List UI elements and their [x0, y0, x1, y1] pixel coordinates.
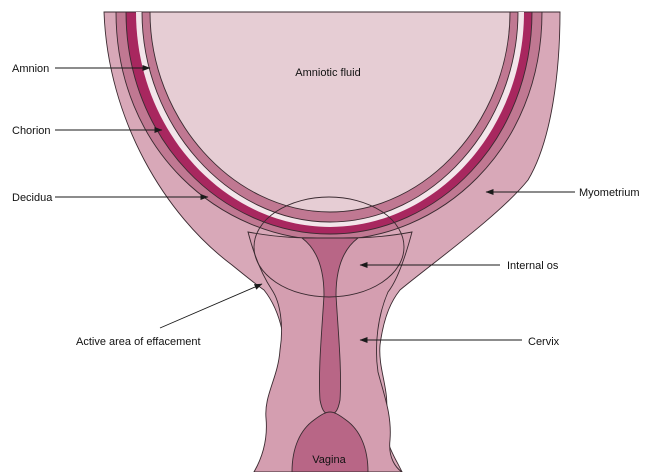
internal-os-label: Internal os: [507, 260, 559, 272]
amniotic-fluid-label: Amniotic fluid: [295, 67, 360, 79]
chorion-label: Chorion: [12, 125, 51, 137]
active-area-label: Active area of effacement: [76, 336, 201, 348]
myometrium-label: Myometrium: [579, 187, 640, 199]
cervix-label: Cervix: [528, 336, 560, 348]
amnion-label: Amnion: [12, 63, 49, 75]
decidua-label: Decidua: [12, 192, 53, 204]
active-area-leader: [160, 284, 262, 328]
vagina-label: Vagina: [312, 454, 346, 466]
